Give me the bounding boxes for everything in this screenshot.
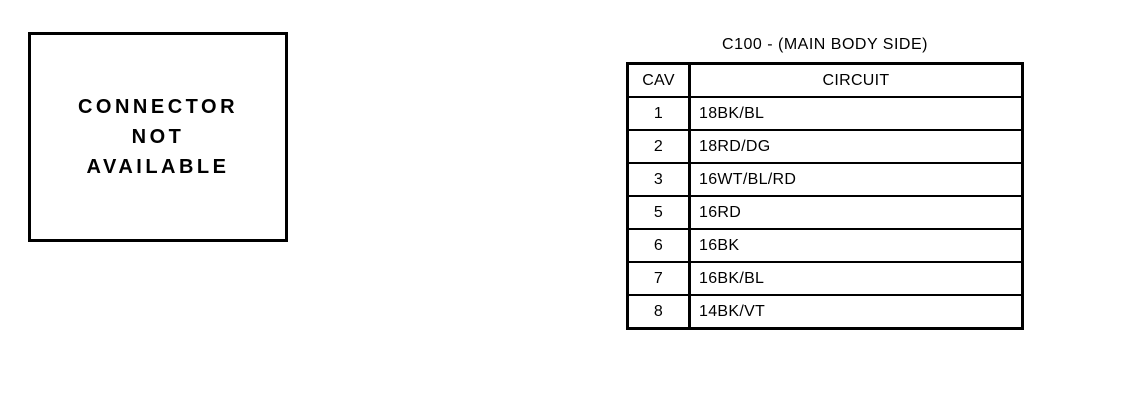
table-row: 1 18BK/BL <box>626 96 1024 131</box>
circuit-column-header: CIRCUIT <box>688 62 1024 98</box>
circuit-value: 18RD/DG <box>688 129 1024 164</box>
connector-pinout-table: CAV CIRCUIT 1 18BK/BL 2 18RD/DG 3 16WT/B… <box>626 62 1024 330</box>
cav-value: 1 <box>626 96 691 131</box>
table-row: 7 16BK/BL <box>626 261 1024 296</box>
cav-column-header: CAV <box>626 62 691 98</box>
table-row: 2 18RD/DG <box>626 129 1024 164</box>
cav-value: 6 <box>626 228 691 263</box>
connector-not-available-line3: AVAILABLE <box>86 155 230 179</box>
circuit-value: 16RD <box>688 195 1024 230</box>
circuit-value: 16WT/BL/RD <box>688 162 1024 197</box>
cav-value: 3 <box>626 162 691 197</box>
table-row: 6 16BK <box>626 228 1024 263</box>
circuit-value: 16BK/BL <box>688 261 1024 296</box>
table-row: 5 16RD <box>626 195 1024 230</box>
circuit-value: 16BK <box>688 228 1024 263</box>
connector-not-available-box: CONNECTOR NOT AVAILABLE <box>28 32 288 242</box>
circuit-value: 18BK/BL <box>688 96 1024 131</box>
cav-value: 7 <box>626 261 691 296</box>
connector-not-available-line2: NOT <box>131 125 185 149</box>
table-header-row: CAV CIRCUIT <box>626 62 1024 98</box>
circuit-value: 14BK/VT <box>688 294 1024 330</box>
table-row: 3 16WT/BL/RD <box>626 162 1024 197</box>
cav-value: 2 <box>626 129 691 164</box>
cav-value: 5 <box>626 195 691 230</box>
connector-not-available-line1: CONNECTOR <box>77 95 239 119</box>
connector-table-title: C100 - (MAIN BODY SIDE) <box>722 36 928 53</box>
cav-value: 8 <box>626 294 691 330</box>
table-row: 8 14BK/VT <box>626 294 1024 330</box>
